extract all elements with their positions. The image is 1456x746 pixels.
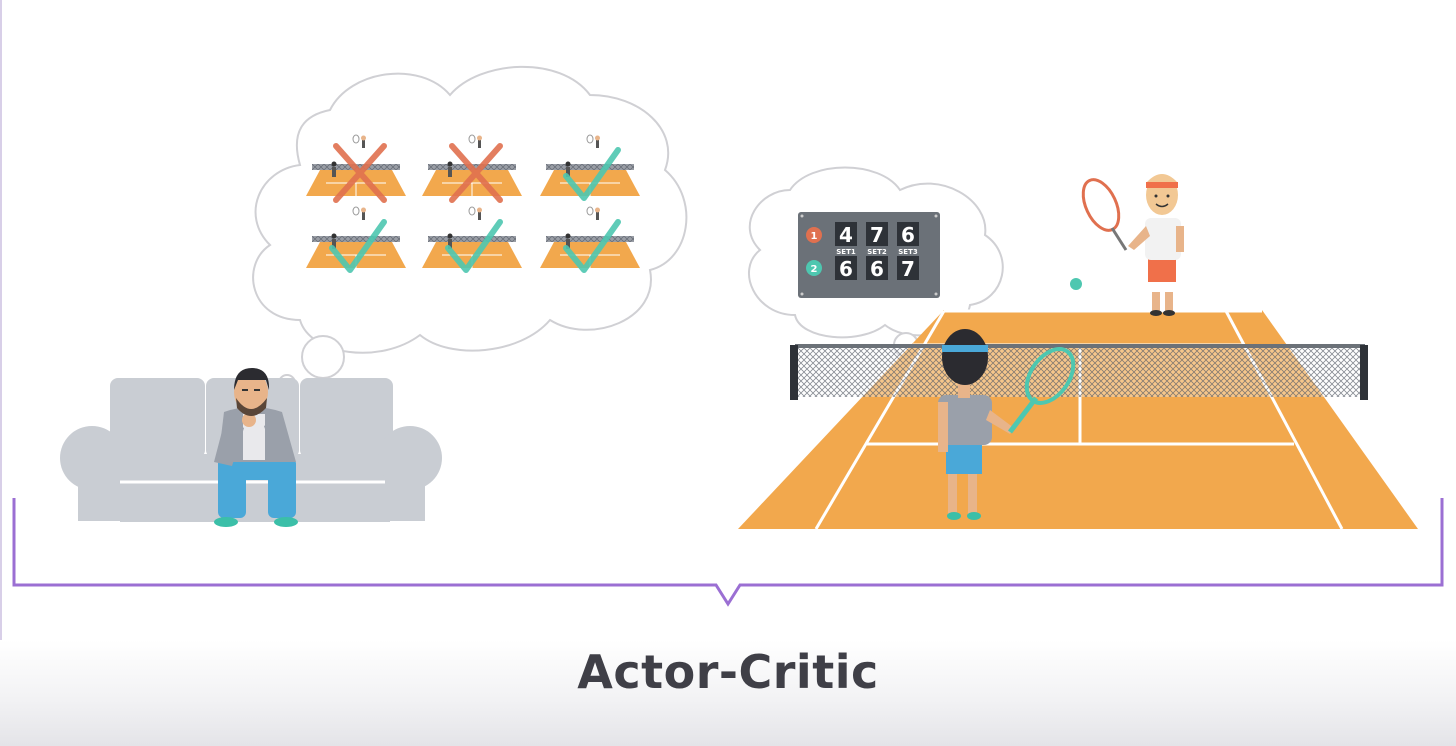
player-2-badge (806, 260, 822, 276)
imagined-game-6 (539, 206, 641, 273)
bracket (12, 498, 1444, 607)
imagined-game-2 (421, 134, 523, 203)
diagram-caption: Actor-Critic (577, 645, 879, 699)
tennis-ball (1070, 278, 1082, 290)
p2-set3-score: 7 (901, 257, 915, 281)
p2-set2-score: 6 (870, 257, 884, 281)
set3-label: SET3 (898, 248, 918, 256)
success-check-icon (563, 147, 621, 201)
player-1-badge (806, 227, 822, 243)
p1-set3-score: 6 (901, 223, 915, 247)
tennis-court (738, 309, 1418, 530)
player-1-label: 1 (811, 231, 818, 242)
p1-set2-score: 7 (870, 223, 884, 247)
scoreboard: 1 2 4 7 6 SET1 SET2 SET3 6 6 7 (798, 212, 940, 298)
imagined-game-4 (305, 206, 407, 273)
fail-x-icon (333, 143, 387, 203)
set1-label: SET1 (836, 248, 856, 256)
opponent-player (1081, 174, 1184, 316)
success-check-icon (563, 219, 621, 273)
player-2-label: 2 (811, 264, 818, 275)
near-player (938, 329, 1076, 520)
imagined-game-1 (305, 134, 407, 203)
set2-label: SET2 (867, 248, 887, 256)
p2-set1-score: 6 (839, 257, 853, 281)
thought-bubble-medium (301, 335, 345, 379)
imagined-games-grid (305, 134, 641, 273)
p1-set1-score: 4 (839, 223, 853, 247)
actor-thought-cloud (252, 65, 688, 392)
imagined-game-3 (539, 134, 641, 201)
success-check-icon (445, 219, 503, 273)
imagined-game-5 (421, 206, 523, 273)
fail-x-icon (449, 143, 503, 203)
success-check-icon (329, 219, 387, 273)
actor-person-thinking (214, 368, 298, 527)
